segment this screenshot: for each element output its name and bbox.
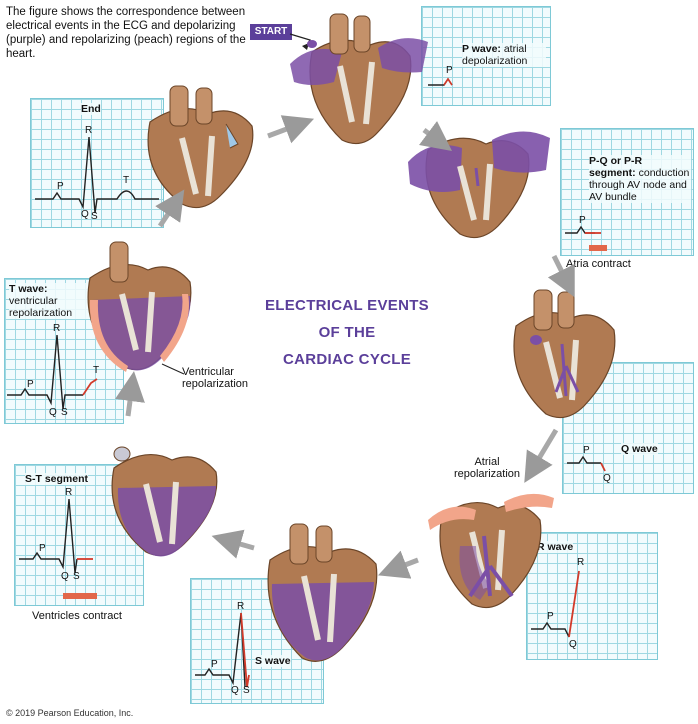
arrow-st-to-t	[115, 371, 145, 417]
st-q-letter: Q	[61, 571, 69, 582]
pq-title: P-Q or P-R segment:	[589, 155, 643, 179]
ventricles-contract-bar	[63, 593, 97, 599]
ventricular-repolarization-label: Ventricular repolarization	[182, 366, 249, 390]
atrial-repolarization-label: Atrial repolarization	[453, 456, 521, 480]
q-panel-p-letter: P	[583, 445, 590, 456]
end-r-letter: R	[85, 125, 93, 136]
ecg-panel-st-segment: P Q S R S-T segment	[14, 464, 144, 606]
t-panel-r-letter: R	[53, 323, 61, 334]
arrow-t-to-end	[155, 189, 185, 228]
heart-end	[147, 85, 254, 209]
pq-desc: conduction through AV node and AV bundle	[589, 167, 690, 203]
ecg-trace-p-wave	[428, 77, 453, 86]
s-panel-p-letter: P	[211, 659, 218, 670]
ecg-trace-pq	[565, 225, 601, 234]
t-panel-s-letter: S	[61, 407, 68, 418]
ecg-trace-r	[531, 570, 580, 638]
s-panel-s-letter: S	[243, 685, 250, 696]
heart-ventricular-depolarization-s	[267, 523, 378, 662]
t-wave-desc: ventricular repolarization	[9, 295, 73, 319]
heart-ventricular-depolarization-r	[428, 493, 554, 609]
pq-label: P-Q or P-R segment: conduction through A…	[589, 155, 691, 203]
atria-contract-label: Atria contract	[566, 258, 631, 270]
diagram-title: ELECTRICAL EVENTS OF THE CARDIAC CYCLE	[232, 292, 462, 373]
arrow-start-to-pq	[419, 121, 452, 151]
start-tag: START	[250, 24, 292, 40]
r-panel-p-letter: P	[547, 611, 554, 622]
heart-av-conduction	[408, 131, 550, 239]
t-panel-t-letter: T	[93, 365, 100, 376]
t-wave-label: T wave: ventricular repolarization	[9, 283, 93, 319]
arrow-s-to-st	[211, 529, 255, 559]
ecg-trace-st	[19, 498, 93, 574]
ecg-trace-t	[7, 334, 98, 410]
s-wave-title: S wave	[255, 655, 291, 667]
end-title: End	[81, 103, 101, 115]
r-panel-q-letter: Q	[569, 639, 577, 650]
cycle-arrow-group	[115, 115, 575, 579]
p-letter: P	[446, 65, 453, 76]
pq-p-letter: P	[579, 215, 586, 226]
end-q-letter: Q	[81, 209, 89, 220]
heart-septal-depolarization	[513, 289, 616, 419]
st-r-letter: R	[65, 487, 73, 498]
ecg-panel-pq-segment: P P-Q or P-R segment: conduction through…	[560, 128, 694, 256]
t-panel-p-letter: P	[27, 379, 34, 390]
copyright-notice: © 2019 Pearson Education, Inc.	[6, 708, 134, 718]
arrow-r-to-s	[377, 550, 419, 579]
st-s-letter: S	[73, 571, 80, 582]
p-wave-title: P wave:	[462, 43, 501, 55]
title-line-1: ELECTRICAL EVENTS	[264, 297, 429, 314]
heart-ventricular-repolarization	[87, 241, 192, 372]
title-line-3: CARDIAC CYCLE	[282, 351, 412, 368]
atria-contract-bar	[589, 245, 607, 251]
title-line-2: OF THE	[318, 324, 376, 341]
end-s-letter: S	[91, 211, 98, 222]
ventricles-contract-label: Ventricles contract	[32, 610, 122, 622]
ecg-trace-q	[567, 455, 606, 472]
ventricular-repol-leader	[161, 363, 185, 375]
st-title: S-T segment	[25, 473, 89, 485]
ecg-trace-s	[195, 612, 250, 688]
p-wave-desc: atrial depolarization	[462, 43, 528, 67]
q-wave-title: Q wave	[621, 443, 658, 455]
arrow-q-to-r	[524, 428, 559, 483]
p-wave-label: P wave: atrial depolarization	[462, 43, 546, 67]
r-wave-title: R wave	[537, 541, 574, 553]
end-t-letter: T	[123, 175, 130, 186]
ecg-panel-r-wave: P Q R R wave	[526, 532, 658, 660]
end-p-letter: P	[57, 181, 64, 192]
arrow-end-to-start	[267, 115, 315, 144]
arrow-pq-to-q	[547, 254, 575, 298]
r-panel-r-letter: R	[577, 557, 585, 568]
q-panel-q-letter: Q	[603, 473, 611, 484]
t-wave-title: T wave:	[9, 283, 48, 295]
s-panel-q-letter: Q	[231, 685, 239, 696]
ecg-trace-end	[35, 136, 159, 214]
t-panel-q-letter: Q	[49, 407, 57, 418]
s-panel-r-letter: R	[237, 601, 245, 612]
heart-atrial-depolarization	[290, 13, 428, 145]
heart-st-segment	[111, 446, 218, 557]
figure-caption: The figure shows the correspondence betw…	[6, 6, 246, 60]
st-p-letter: P	[39, 543, 46, 554]
ecg-panel-end: P Q S R T End	[30, 98, 164, 228]
